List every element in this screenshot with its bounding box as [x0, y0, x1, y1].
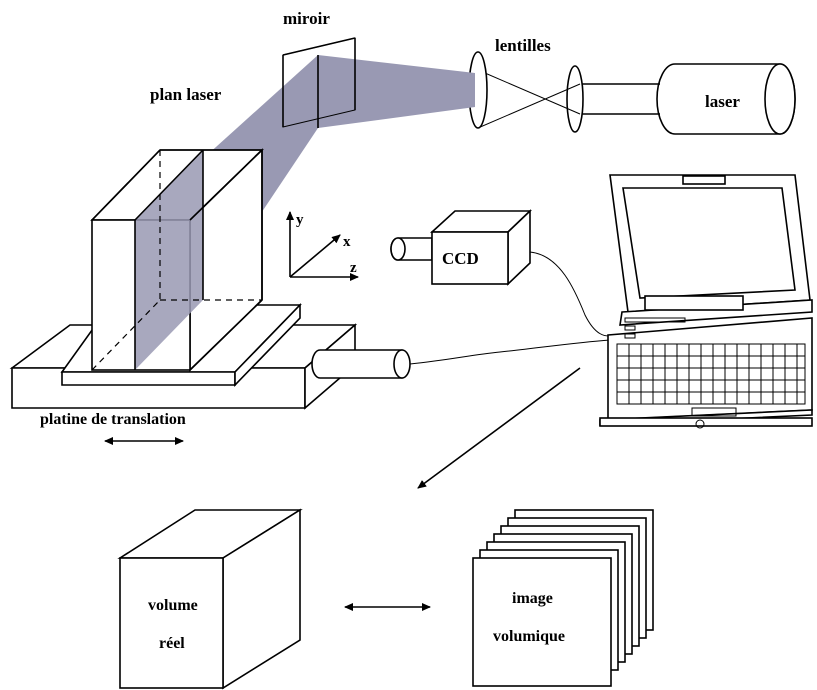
real-volume-cube: volume réel: [117, 508, 303, 690]
laser-label: laser: [705, 92, 740, 111]
mirror-label: miroir: [283, 9, 330, 28]
mirror: [282, 37, 356, 128]
laser-plane-label: plan laser: [150, 85, 222, 104]
stage-motor: [311, 339, 611, 379]
processing-arrow: [417, 367, 581, 489]
laptop-computer: [599, 174, 813, 429]
laser-beam: [573, 83, 660, 115]
volume-image-label-1: image: [512, 590, 553, 607]
laptop-keyboard: [616, 343, 806, 405]
lenses-label: lentilles: [495, 36, 551, 55]
axis-x-label: x: [343, 234, 351, 250]
axis-y-label: y: [296, 212, 304, 228]
sample-block: [90, 148, 264, 372]
real-volume-label-2: réel: [159, 635, 185, 652]
real-volume-label-1: volume: [148, 597, 198, 614]
laser-sheet-upper: [318, 55, 475, 128]
small-lens: [566, 65, 584, 133]
volume-image-label-2: volumique: [493, 628, 565, 645]
laser-source: laser: [656, 63, 796, 135]
lens-rays: [477, 69, 581, 129]
axes: y x z: [286, 211, 359, 281]
volume-image-stack: image volumique: [472, 509, 654, 687]
front-slice: [472, 557, 612, 687]
stage-label: platine de translation: [40, 411, 186, 428]
ccd-camera: CCD: [390, 209, 616, 337]
ccd-label: CCD: [442, 249, 479, 268]
axis-z-label: z: [350, 260, 357, 276]
